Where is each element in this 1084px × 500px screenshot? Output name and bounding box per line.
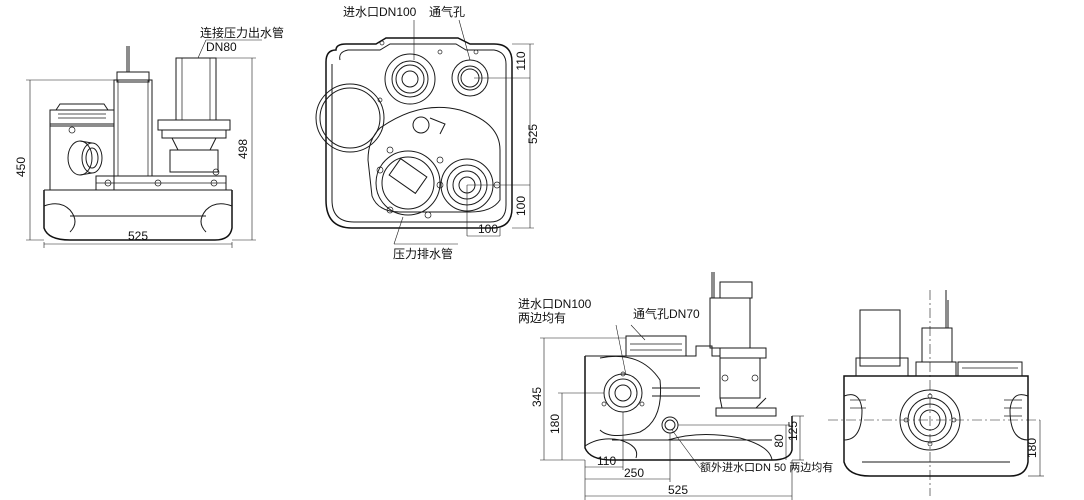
front-outlet-label-1: 连接压力出水管 [200,25,284,40]
dim-110-side: 110 [597,454,616,468]
dim-525-side: 525 [668,483,688,497]
dim-525-top: 525 [526,124,540,144]
dim-498: 498 [236,139,250,159]
dim-180-rear: 180 [1025,438,1039,458]
dim-100-top-v: 100 [514,196,528,216]
front-view [26,39,262,248]
dim-110-top: 110 [514,51,528,70]
top-view [315,19,534,245]
dim-80: 80 [772,434,786,448]
side-view [540,272,804,500]
dim-100-top-h: 100 [478,222,498,236]
dim-345: 345 [530,387,544,407]
side-vent-label: 通气孔DN70 [633,306,700,321]
dim-250: 250 [624,466,644,480]
dim-125: 125 [786,421,800,441]
dim-450: 450 [14,157,28,177]
dim-525-front: 525 [128,229,148,243]
side-extra-inlet-label: 额外进水口DN 50 两边均有 [700,460,833,474]
top-discharge-label: 压力排水管 [393,246,453,261]
top-vent-label: 通气孔 [429,4,465,19]
front-outlet-label-2: DN80 [206,40,237,54]
rear-view [828,290,1044,496]
dim-180-side: 180 [548,414,562,434]
side-inlet-label-1: 进水口DN100 [518,297,592,311]
top-inlet-label: 进水口DN100 [343,5,417,19]
side-inlet-label-2: 两边均有 [518,311,566,325]
